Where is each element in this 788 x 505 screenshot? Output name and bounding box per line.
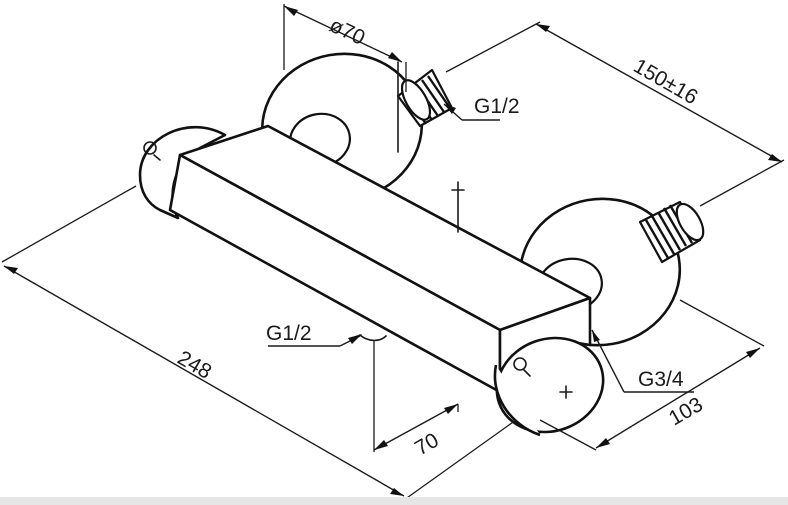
dim-depth-right-label: 103 (665, 393, 707, 430)
mixer-body (138, 124, 605, 437)
leader-outlet: G3/4 (591, 329, 694, 393)
dim-depth-left: 70 (373, 403, 459, 461)
dim-diameter-label: ø70 (326, 14, 369, 50)
front-threaded-nipple (638, 200, 705, 264)
leader-thread-bottom: G1/2 (266, 322, 362, 347)
bottom-outlet (359, 334, 387, 452)
thread-top-label: G1/2 (474, 95, 520, 118)
back-threaded-nipple (396, 68, 454, 128)
dim-depth-left-label: 70 (411, 429, 443, 461)
right-handle-mark (513, 357, 573, 399)
left-handle-mark (143, 141, 161, 161)
outlet-label: G3/4 (638, 368, 684, 391)
center-marks (397, 61, 465, 233)
bottom-strip (0, 497, 788, 505)
leader-thread-top: G1/2 (443, 95, 520, 121)
thread-bottom-label: G1/2 (266, 322, 312, 345)
dim-length-label: 248 (174, 346, 216, 383)
